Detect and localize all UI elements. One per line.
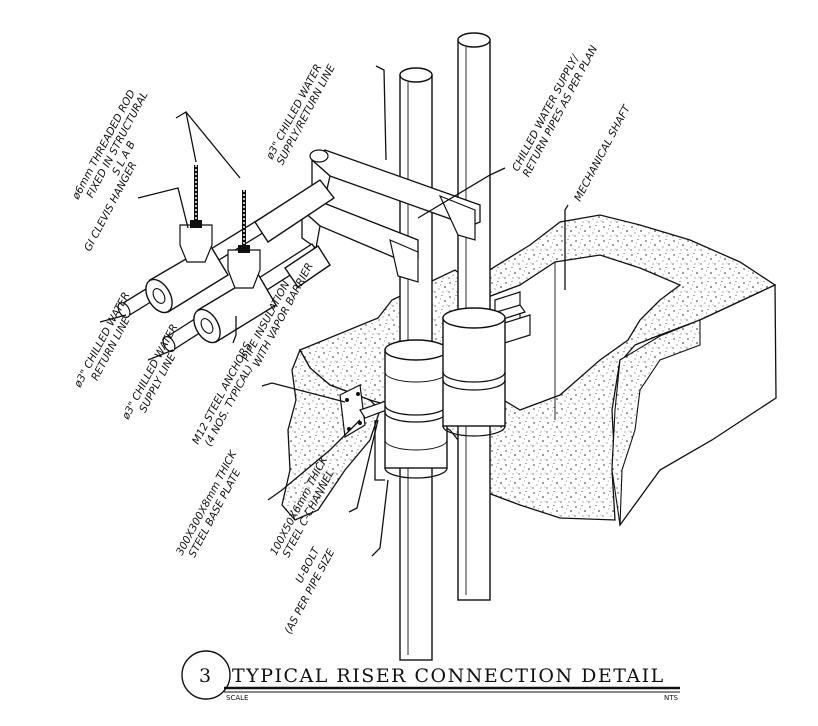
mechanical-shaft-line-1: MECHANICAL SHAFT: [572, 102, 634, 203]
u-bolt: [374, 420, 385, 481]
detail-title: TYPICAL RISER CONNECTION DETAIL: [232, 665, 665, 687]
title-block: 3 TYPICAL RISER CONNECTION DETAIL SCALE …: [181, 650, 680, 702]
clevis-hanger-2: [227, 190, 261, 289]
branch-upper: [309, 149, 481, 241]
label-base-plate: 300X300X8mm THICK STEEL BASE PLATE: [174, 448, 243, 560]
return-line-pipe: [117, 179, 336, 318]
detail-number-circle: [181, 650, 231, 700]
detail-number: 3: [199, 665, 213, 687]
riser-pipes-line-2: RETURN PIPES AS PER PLAN: [521, 44, 601, 179]
scale-value: NTS: [664, 694, 679, 702]
scale-label: SCALE: [226, 694, 248, 702]
label-mechanical-shaft: MECHANICAL SHAFT: [572, 102, 634, 203]
clevis-hanger-1: [179, 165, 213, 263]
label-riser-pipes: CHILLED WATER SUPPLY/ RETURN PIPES AS PE…: [510, 44, 601, 179]
supply-line-pipe: [162, 243, 331, 352]
riser-pipes-line-1: CHILLED WATER SUPPLY/: [510, 52, 582, 174]
riser-insulation-right: [442, 307, 506, 437]
concrete-slab: [281, 214, 777, 527]
leader-lines: [99, 65, 569, 557]
riser-insulation-left: [384, 339, 448, 479]
